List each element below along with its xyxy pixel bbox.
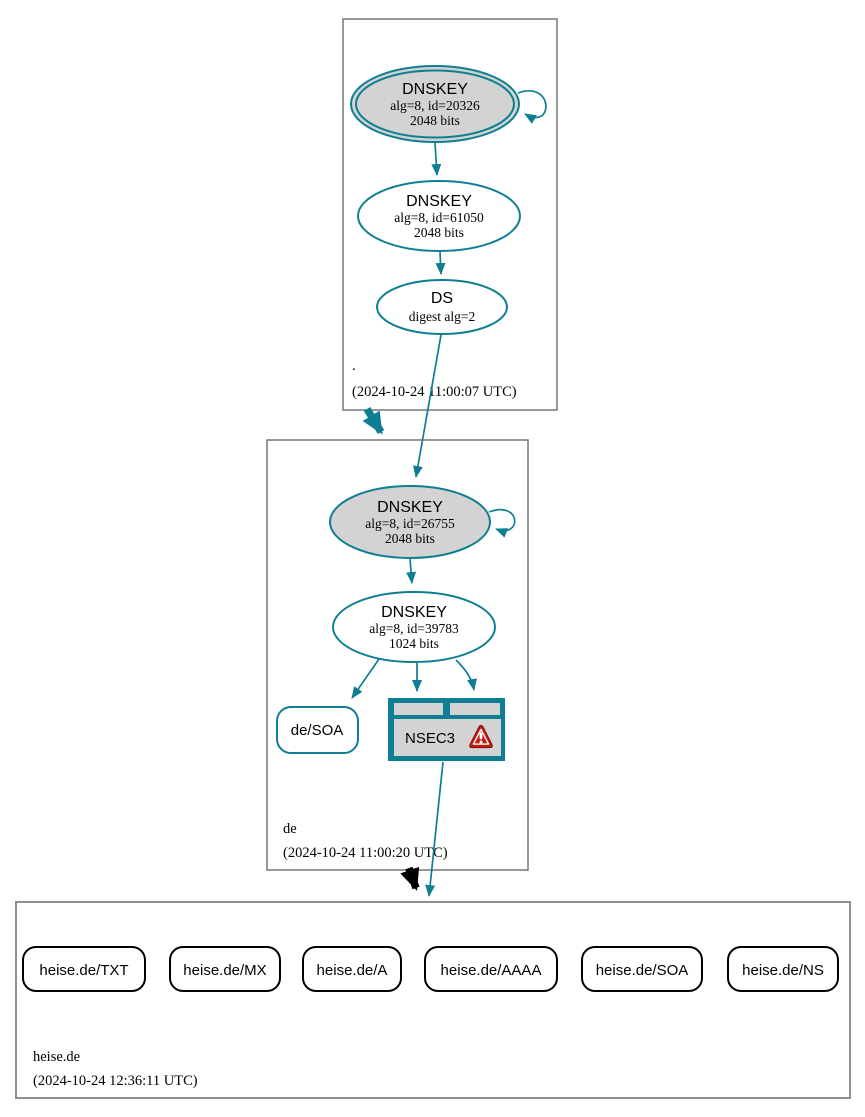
dnskey-title: DNSKEY (406, 193, 472, 210)
ds-title: DS (431, 290, 453, 307)
nsec3-cell-right[interactable] (450, 703, 500, 715)
zone-cluster-root: DNSKEY alg=8, id=20326 2048 bits DNSKEY … (342, 18, 558, 411)
zone-cluster-de: DNSKEY alg=8, id=26755 2048 bits DNSKEY … (266, 439, 529, 871)
dnskey-detail: 2048 bits (410, 113, 460, 128)
rrset-node-heise-aaaa[interactable]: heise.de/AAAA (424, 946, 558, 992)
rrset-label: heise.de/TXT (39, 962, 128, 979)
edge-ds-to-de-ksk (412, 334, 442, 478)
dnskey-node-61050[interactable]: DNSKEY alg=8, id=61050 2048 bits (357, 180, 521, 252)
rrset-node-de-soa[interactable]: de/SOA (276, 706, 359, 754)
zone-name-root: . (352, 358, 356, 374)
dnskey-node-39783[interactable]: DNSKEY alg=8, id=39783 1024 bits (332, 591, 496, 663)
edge-nsec3-to-heise (425, 761, 444, 897)
dnskey-detail: 2048 bits (414, 225, 464, 240)
edge-ksk-to-zsk-de (406, 558, 417, 584)
zone-name-heise-de: heise.de (33, 1049, 80, 1065)
edge-ksk-to-zsk-root (431, 142, 442, 176)
zone-cluster-heise-de: heise.de/TXT heise.de/MX heise.de/A heis… (15, 901, 851, 1099)
rrset-label: heise.de/A (317, 962, 388, 979)
nsec3-label: NSEC3 (405, 730, 455, 747)
ds-detail: digest alg=2 (409, 309, 475, 324)
zone-box-root (342, 18, 558, 411)
self-sign-edge-root-ksk (517, 90, 547, 124)
nsec3-node[interactable]: NSEC3 (388, 698, 505, 761)
edge-zsk-to-ds-root (435, 251, 446, 275)
dnskey-title: DNSKEY (402, 81, 468, 98)
rrset-label: heise.de/MX (183, 962, 266, 979)
dnskey-node-20326[interactable]: DNSKEY alg=8, id=20326 2048 bits (350, 65, 520, 143)
delegation-edge-de-to-heise (400, 866, 420, 891)
ds-node-root[interactable]: DS digest alg=2 (376, 279, 508, 335)
edge-zsk-to-soa-de (351, 658, 380, 699)
zone-timestamp-heise-de: (2024-10-24 12:36:11 UTC) (33, 1073, 198, 1089)
rrset-label: heise.de/SOA (596, 962, 689, 979)
zone-timestamp-de: (2024-10-24 11:00:20 UTC) (283, 845, 448, 861)
dnskey-detail: alg=8, id=61050 (394, 210, 484, 225)
self-sign-edge-de-ksk (488, 509, 516, 538)
zone-name-de: de (283, 821, 297, 837)
rrset-node-heise-a[interactable]: heise.de/A (302, 946, 402, 992)
nsec3-cell-left[interactable] (394, 703, 443, 715)
dnskey-detail: 1024 bits (389, 636, 439, 651)
delegation-edge-root-to-de (362, 407, 385, 435)
warning-icon (469, 724, 493, 749)
dnskey-detail: alg=8, id=26755 (365, 516, 455, 531)
rrset-node-heise-txt[interactable]: heise.de/TXT (22, 946, 146, 992)
zone-timestamp-root: (2024-10-24 11:00:07 UTC) (352, 384, 517, 400)
rrset-node-heise-mx[interactable]: heise.de/MX (169, 946, 281, 992)
zone-box-de (266, 439, 529, 871)
dnskey-node-26755[interactable]: DNSKEY alg=8, id=26755 2048 bits (329, 485, 491, 559)
rrset-label: heise.de/NS (742, 962, 824, 979)
dnskey-title: DNSKEY (381, 604, 447, 621)
edge-zsk-to-nsec3-right (455, 659, 477, 691)
dnskey-detail: 2048 bits (385, 531, 435, 546)
dnskey-title: DNSKEY (377, 499, 443, 516)
rrset-label: heise.de/AAAA (441, 962, 542, 979)
dnskey-detail: alg=8, id=20326 (390, 98, 480, 113)
rrset-node-heise-ns[interactable]: heise.de/NS (727, 946, 839, 992)
rrset-node-heise-soa[interactable]: heise.de/SOA (581, 946, 703, 992)
zone-box-heise-de (15, 901, 851, 1099)
rrset-label: de/SOA (291, 722, 344, 739)
dnskey-detail: alg=8, id=39783 (369, 621, 459, 636)
